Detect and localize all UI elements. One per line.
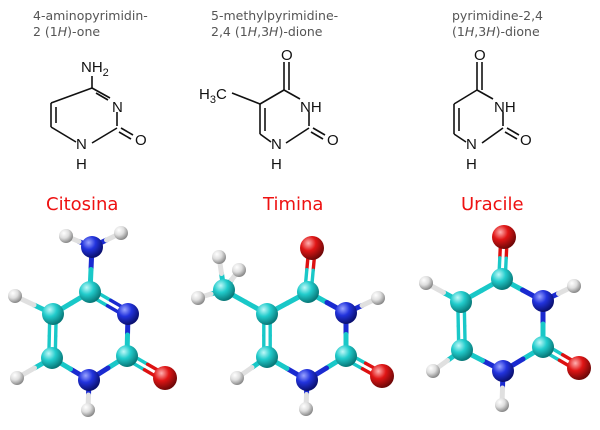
atom-h [212, 250, 226, 264]
atom-c [256, 303, 278, 325]
bond [504, 131, 518, 140]
atom-h [59, 229, 73, 243]
atom-c [450, 291, 472, 313]
bond [259, 133, 272, 143]
cytosine-name: Citosina [46, 194, 119, 215]
uracil-3d-model [419, 225, 591, 412]
atom-c [79, 281, 101, 303]
atom-c [256, 346, 278, 368]
uracil-skeletal-formula [453, 62, 520, 144]
atom-c [41, 347, 63, 369]
atom-n [78, 369, 100, 391]
atom-o [370, 364, 394, 388]
atom-label: O [135, 132, 147, 149]
uracil-name: Uracile [461, 194, 524, 215]
bond [285, 127, 310, 144]
atom-label: O [281, 47, 293, 64]
atom-label: H [76, 156, 87, 173]
atom-label: NH [494, 99, 516, 116]
iupac-line: pyrimidine-2,4 [452, 8, 544, 23]
atom-c [491, 268, 513, 290]
atom-h [230, 371, 244, 385]
atom-h [567, 279, 581, 293]
iupac-line: 4-aminopyrimidin- [33, 8, 148, 23]
bond [283, 89, 301, 100]
atom-label: NH [300, 99, 322, 116]
bond [95, 92, 109, 101]
thymine-iupac-name: 5-methylpyrimidine- 2,4 (1H,3H)-dione [211, 8, 338, 40]
atom-c [335, 345, 357, 367]
bond [118, 131, 132, 140]
atom-h [81, 403, 95, 417]
atom-n [492, 360, 514, 382]
atom-label: H [271, 156, 282, 173]
atom-label: H [466, 156, 477, 173]
atom-c [213, 279, 235, 301]
cytosine-iupac-name: 4-aminopyrimidin- 2 (1H)-one [33, 8, 148, 40]
atom-h [299, 402, 313, 416]
thymine-3d-model [191, 236, 394, 416]
atom-h [419, 276, 433, 290]
bond [50, 87, 93, 104]
atom-c [451, 339, 473, 361]
bond [312, 127, 326, 136]
atom-h [495, 398, 509, 412]
atom-o [492, 225, 516, 249]
thymine-name: Timina [263, 194, 324, 215]
atom-label: NH2 [81, 59, 109, 79]
atom-label: N [466, 136, 477, 153]
atom-label: O [474, 47, 486, 64]
atom-h [426, 364, 440, 378]
thymine-skeletal-formula [231, 62, 326, 144]
atom-label: N [112, 99, 123, 116]
bond [50, 126, 77, 143]
iupac-line: 2,4 (1H,3H)-dione [211, 24, 323, 39]
atom-h [371, 291, 385, 305]
bond [231, 92, 261, 105]
atom-o [153, 366, 177, 390]
iupac-line: 5-methylpyrimidine- [211, 8, 339, 23]
atom-c [297, 281, 319, 303]
atom-h [10, 371, 24, 385]
iupac-line: (1H,3H)-dione [452, 24, 540, 39]
bond [453, 133, 467, 143]
atom-n [335, 302, 357, 324]
uracil-iupac-name: pyrimidine-2,4 (1H,3H)-dione [452, 8, 543, 40]
bond [91, 127, 118, 144]
atom-label: O [520, 132, 532, 149]
bond [310, 131, 324, 140]
atom-h [191, 291, 205, 305]
atom-label: N [271, 136, 282, 153]
cytosine-3d-model [8, 226, 177, 417]
atom-n [532, 290, 554, 312]
atom-label: H3C [199, 86, 227, 106]
atom-c [42, 303, 64, 325]
bond [120, 127, 134, 136]
atom-h [8, 289, 22, 303]
atom-label: O [327, 132, 339, 149]
atom-n [117, 303, 139, 325]
atom-label: N [76, 136, 87, 153]
atom-c [116, 345, 138, 367]
bond [453, 89, 478, 105]
atom-n [81, 236, 103, 258]
atom-o [567, 356, 591, 380]
atom-h [232, 263, 246, 277]
atom-o [300, 236, 324, 260]
atom-c [532, 336, 554, 358]
atom-h [114, 226, 128, 240]
bond [91, 87, 111, 99]
atom-n [296, 369, 318, 391]
bond [481, 127, 504, 144]
bond [259, 89, 285, 105]
cytosine-skeletal-formula [50, 76, 134, 144]
iupac-line: 2 (1H)-one [33, 24, 101, 39]
bond [476, 89, 494, 100]
bond [506, 127, 520, 136]
